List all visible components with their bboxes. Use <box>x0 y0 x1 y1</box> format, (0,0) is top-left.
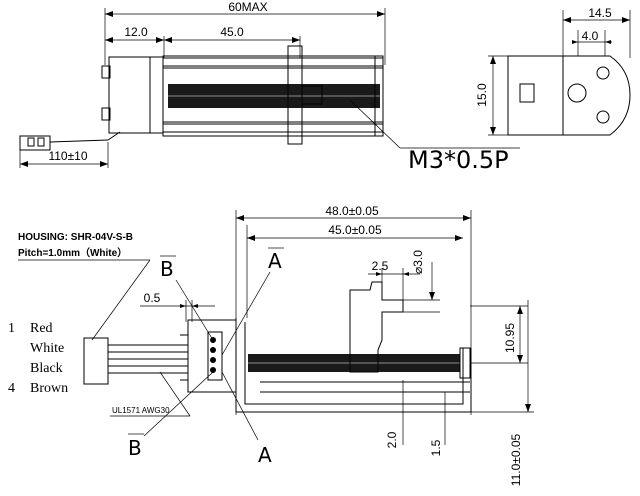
dim-1-5: 1.5 <box>429 439 443 456</box>
dim-overall-length: 60MAX <box>228 0 267 14</box>
side-view: 14.5 4.0 15.0 <box>475 6 631 136</box>
pin-first-label: 1 <box>8 321 15 336</box>
wire-brown: Brown <box>30 381 68 396</box>
pitch-label: Pitch=1.0mm（White） <box>18 246 127 259</box>
housing-label: HOUSING: SHR-04V-S-B <box>18 232 133 243</box>
connector-detail: HOUSING: SHR-04V-S-B Pitch=1.0mm（White） … <box>8 232 191 417</box>
dim-frame-length: 48.0±0.05 <box>325 204 379 218</box>
section-b-bottom: B <box>128 436 142 460</box>
wire-black: Black <box>30 361 63 376</box>
dim-side-width: 14.5 <box>588 6 612 20</box>
dim-offset: 2.5 <box>372 259 389 273</box>
section-b-top: B <box>160 257 174 281</box>
dim-shaft-diameter: ⌀3.0 <box>411 250 425 274</box>
thread-leader <box>349 99 401 149</box>
dim-lead-length: 110±10 <box>48 149 87 163</box>
dim-side-height: 15.0 <box>475 83 489 107</box>
dim-motor-length: 12.0 <box>124 25 148 39</box>
pin-last-label: 4 <box>8 381 15 396</box>
wire-red: Red <box>30 321 53 336</box>
wire-white: White <box>30 341 64 356</box>
dim-total-height: 11.0±0.05 <box>509 433 523 486</box>
dim-2-0: 2.0 <box>385 431 399 448</box>
section-a-top: A <box>268 249 282 273</box>
section-a-bottom: A <box>258 443 272 467</box>
top-view: 60MAX 12.0 45.0 <box>19 0 386 168</box>
cable-spec: UL1571 AWG30 <box>112 406 170 415</box>
thread-callout: M3*0.5P <box>408 146 509 174</box>
dim-hole-spacing: 4.0 <box>582 29 599 43</box>
front-view: 48.0±0.05 45.0±0.05 2.5 <box>128 204 534 486</box>
dim-height-10-95: 10.95 <box>503 323 517 353</box>
dim-gap: 0.5 <box>144 291 161 305</box>
dim-screw-length: 45.0 <box>220 25 244 39</box>
dim-screw-span: 45.0±0.05 <box>328 223 382 237</box>
